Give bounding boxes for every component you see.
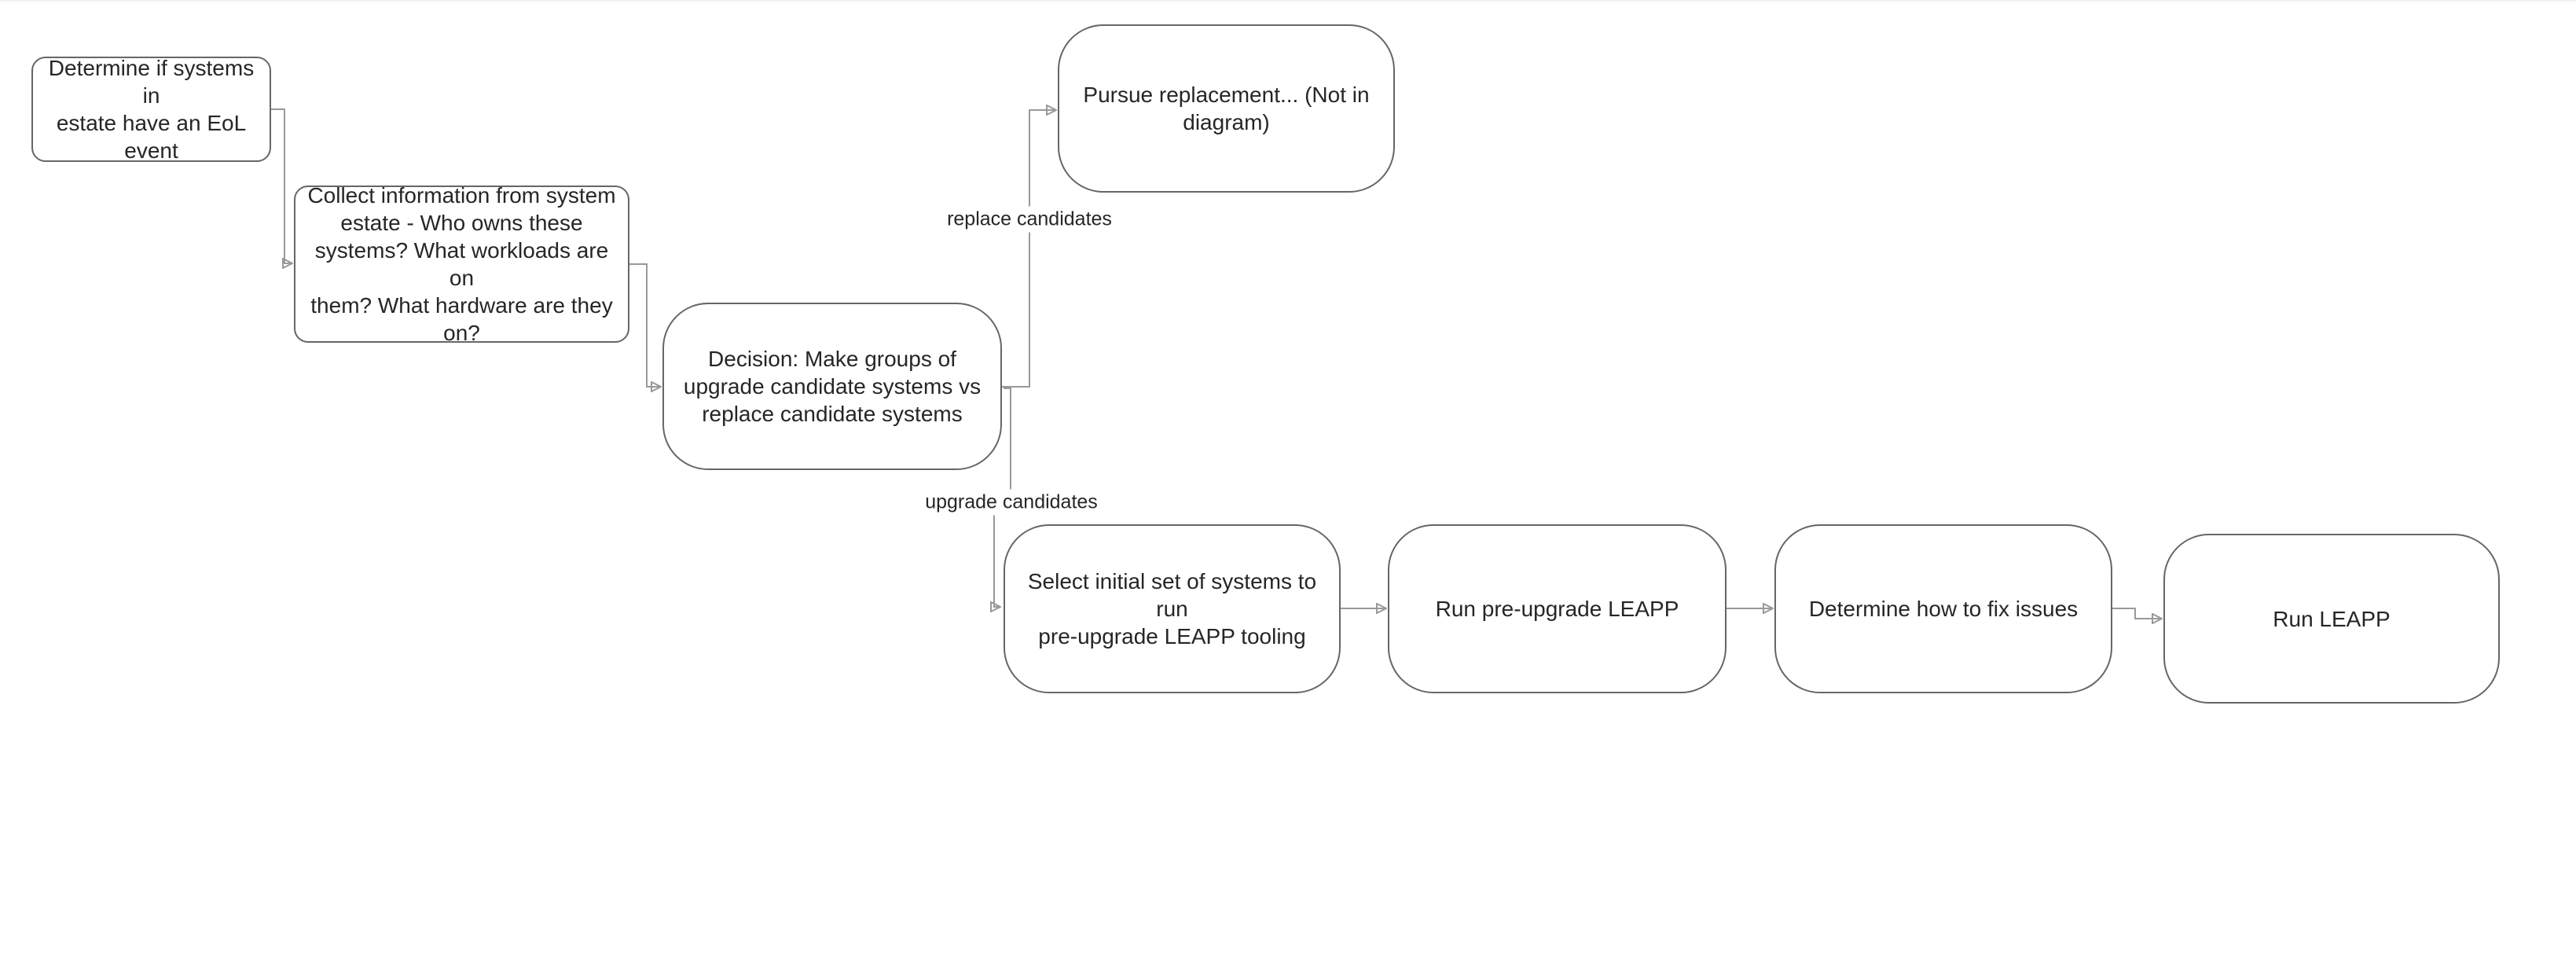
node-determine-how-to-fix: Determine how to fix issues — [1774, 524, 2112, 693]
node-determine-eol-event-label: Determine if systems in estate have an E… — [48, 56, 255, 163]
edge-label-replace-candidates: replace candidates — [941, 206, 1118, 233]
node-run-leapp: Run LEAPP — [2163, 534, 2500, 704]
edge-label-upgrade-candidates: upgrade candidates — [919, 489, 1104, 516]
node-determine-eol-event: Determine if systems in estate have an E… — [31, 56, 271, 163]
edge-determine-to-collect — [271, 108, 292, 263]
node-run-preupgrade-leapp-label: Run pre-upgrade LEAPP — [1435, 597, 1679, 621]
node-collect-information-label: Collect information from system estate -… — [307, 183, 616, 345]
node-run-preupgrade-leapp: Run pre-upgrade LEAPP — [1388, 524, 1727, 693]
node-collect-information: Collect information from system estate -… — [294, 183, 629, 345]
node-run-leapp-label: Run LEAPP — [2273, 606, 2391, 631]
node-decision-make-groups: Decision: Make groups of upgrade candida… — [662, 303, 1002, 470]
node-determine-how-to-fix-label: Determine how to fix issues — [1808, 597, 2079, 621]
edge-decision-to-pursue — [1002, 110, 1055, 388]
node-pursue-replacement: Pursue replacement... (Not in diagram) — [1058, 24, 1395, 193]
node-pursue-replacement-label: Pursue replacement... (Not in diagram) — [1083, 83, 1370, 134]
node-select-initial-set: Select initial set of systems to run pre… — [1004, 524, 1341, 693]
edge-determinefix-to-runleapp — [2112, 608, 2161, 619]
node-decision-make-groups-label: Decision: Make groups of upgrade candida… — [683, 347, 982, 426]
edge-collect-to-decision — [629, 263, 660, 387]
node-select-initial-set-label: Select initial set of systems to run pre… — [1027, 569, 1317, 649]
